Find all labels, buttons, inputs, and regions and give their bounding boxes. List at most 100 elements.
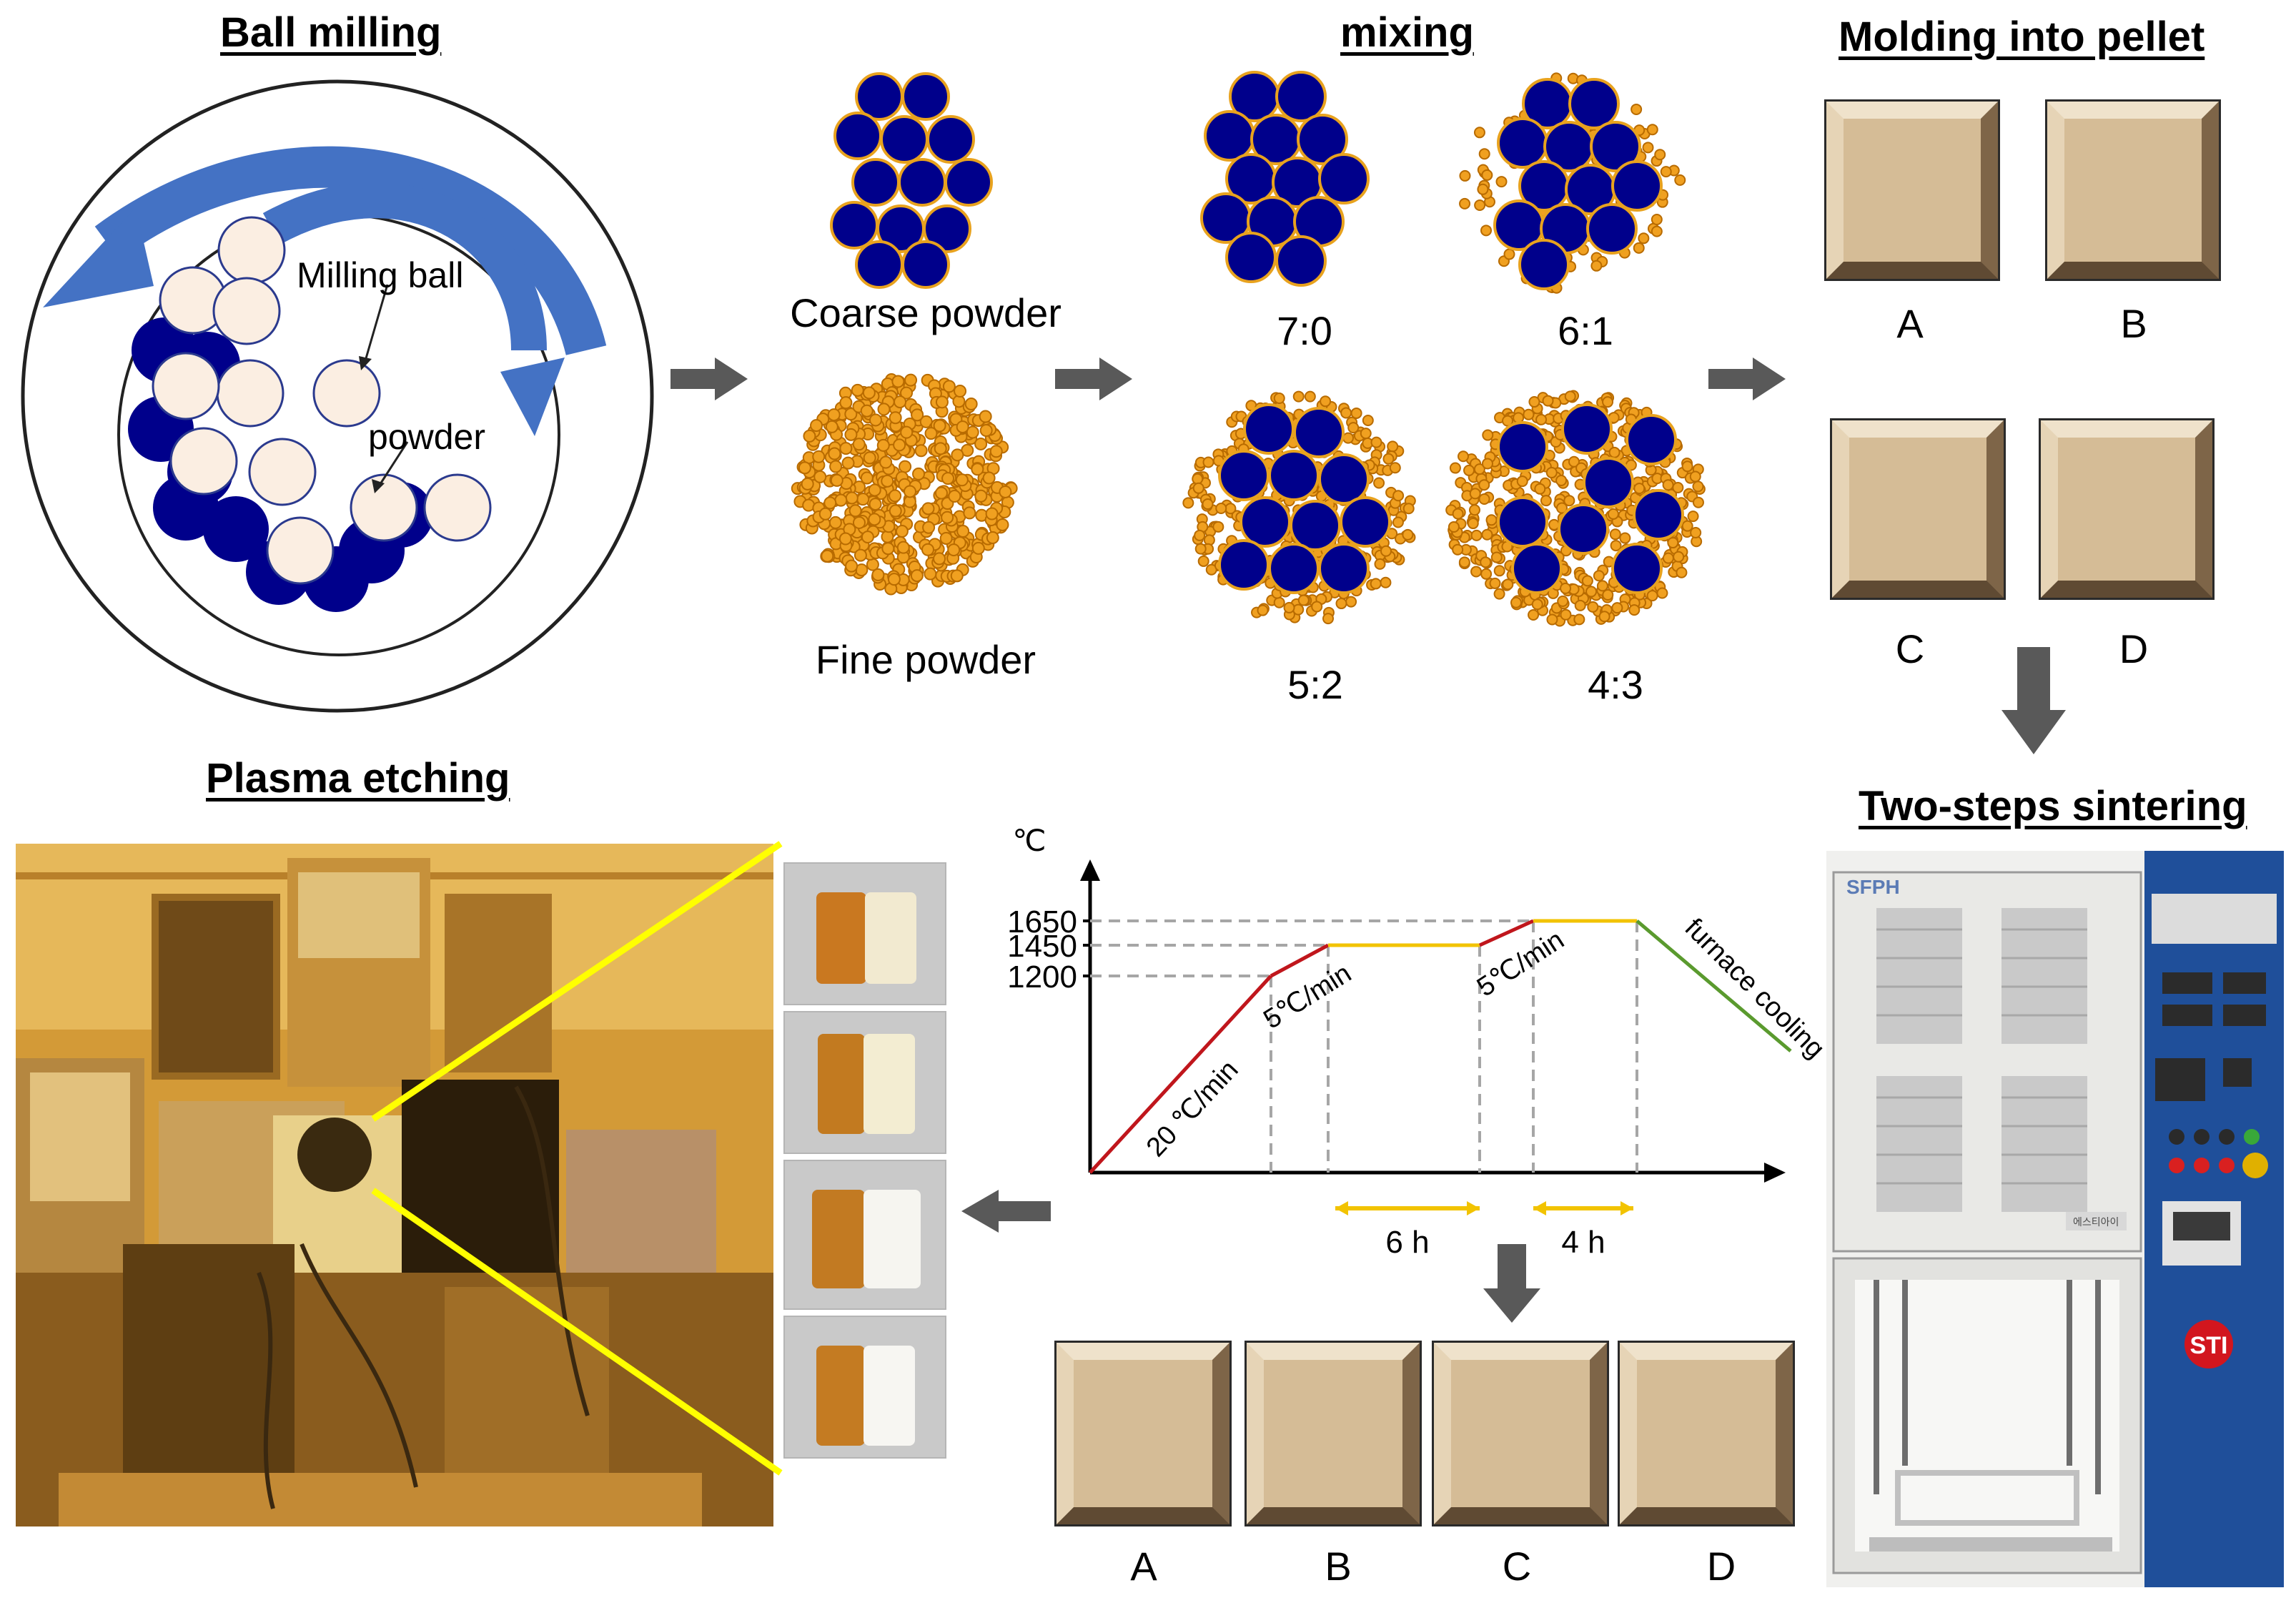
fine-particle [934,442,947,455]
flow-arrow-down-2 [1483,1244,1540,1323]
fine-particle [974,489,988,503]
fine-particle [1382,453,1395,465]
fine-particle [1452,543,1464,556]
fine-particle [1528,608,1540,621]
fine-particle [1215,503,1227,515]
fine-particle [1320,395,1332,408]
fine-particle [893,438,906,452]
fine-particle [1345,596,1357,608]
fine-particle [1473,463,1485,475]
fine-particle [839,396,853,410]
fine-particle [1458,450,1470,463]
fine-particle [1311,601,1323,613]
fine-particle [1335,598,1347,610]
fine-particle [1560,608,1572,621]
fine-particle [841,456,855,470]
fine-particle [889,489,902,503]
fine-particle [974,437,988,450]
fine-particle [985,507,999,521]
fine-particle [877,403,891,416]
fine-particle [862,386,876,400]
fine-particle [1350,407,1362,419]
fine-particle [1380,576,1392,588]
pellet-top-label-d: D [2119,626,2149,671]
fine-particle [810,419,823,433]
fine-particle [986,531,999,545]
fine-particle [1608,446,1620,458]
ramp-3-label: 5℃/min [1472,924,1570,1002]
ball-milling-heading: Ball milling [220,9,442,56]
fine-particle [1573,613,1585,626]
fine-particle [1563,495,1575,507]
ball-pointer [363,284,389,364]
fine-particle [823,496,837,510]
rotation-arrow-outer [94,146,607,356]
coarse-particle [1497,421,1548,473]
fine-particle [1481,169,1493,181]
coarse-particle [1497,117,1548,169]
fine-particle [1590,260,1603,272]
fine-particle [889,504,902,518]
etched-sample-a [783,862,946,1005]
fine-particle [963,506,976,520]
fine-particle [955,473,969,487]
pellet-top-label-c: C [1895,626,1925,671]
fine-particle [828,516,842,529]
fine-particle [871,568,885,581]
pellet-bottom-d [1620,1343,1793,1524]
fine-particle [1564,390,1576,403]
fine-particle [1598,611,1610,623]
coarse-particle [1558,503,1609,555]
fine-particle [1689,470,1701,483]
fine-particle [868,483,881,497]
fine-particle [1528,396,1540,408]
fine-particle [914,444,928,458]
fine-particle [1656,587,1668,599]
chart-y-tick-label: 1450 [1007,929,1077,964]
fine-particle [1631,103,1643,115]
fine-particle [1292,390,1305,403]
ramp-2 [1270,943,1330,978]
fine-particle [1194,529,1206,541]
fine-particle [1681,520,1693,532]
furnace-cooling-line [1636,919,1792,1052]
fine-particle [971,463,984,476]
fine-particle [1477,183,1489,195]
fine-particle [1481,458,1493,470]
fine-particle [827,408,841,422]
fine-particle [979,410,992,423]
fine-particle [1392,490,1405,502]
mix-ratio-2: 6:1 [1558,308,1613,353]
coarse-particle [830,201,879,250]
coarse-particle [1318,453,1370,505]
plasma-etching-heading: Plasma etching [206,755,510,802]
fine-particle [921,502,935,516]
fine-particle [1672,482,1684,494]
fine-particle [834,493,848,507]
fine-particle [803,429,816,443]
fine-particle [1273,596,1285,608]
coarse-particle [851,158,900,207]
mix-cluster-7-0 [1200,71,1370,287]
fine-particle [1493,565,1505,577]
mixing-heading: mixing [1340,9,1474,56]
fine-particle [956,525,970,538]
fine-particle [1374,558,1386,570]
fine-powder-cluster [791,373,1018,596]
coarse-particle [833,112,882,160]
fine-particle [1602,589,1614,601]
rotation-arrow-outer-head [43,207,154,307]
coarse-particle [880,115,929,164]
mix-cluster-4-3 [1445,390,1706,627]
coarse-particle [1297,114,1348,165]
coarse-particle [1318,153,1370,204]
coarse-particle [1275,235,1327,287]
fine-particle [900,386,914,400]
fine-particle [1470,529,1483,541]
fine-particle [1662,552,1674,564]
fine-particle [1495,176,1508,188]
fine-particle [1467,518,1479,530]
fine-particle [1523,408,1535,420]
fine-particle [821,549,834,563]
